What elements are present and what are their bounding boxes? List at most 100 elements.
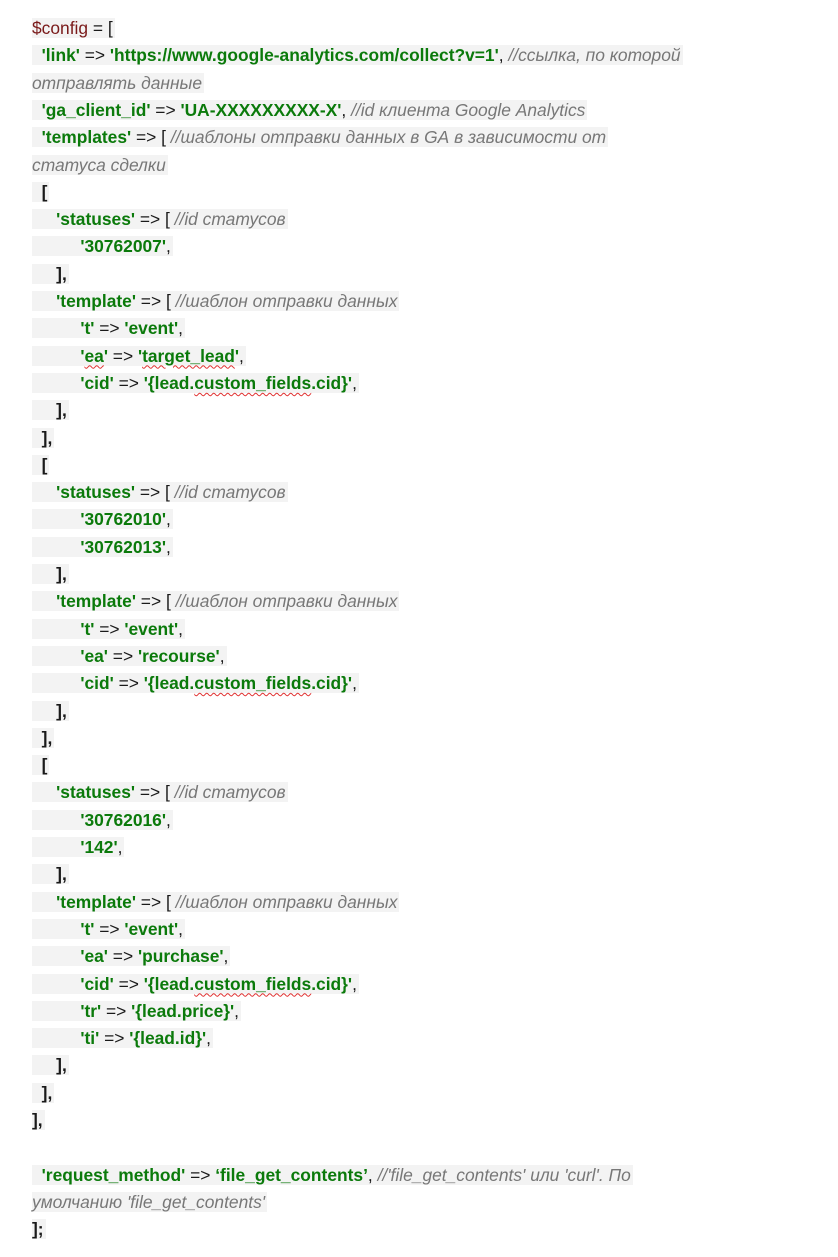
- code-line-content: $config = [: [32, 18, 115, 38]
- code-comment: умолчанию 'file_get_contents': [32, 1191, 266, 1212]
- code-line: ],: [32, 861, 812, 887]
- code-line: 't' => 'event',: [32, 616, 812, 642]
- code-line-content: 'tr' => '{lead.price}',: [32, 1000, 242, 1021]
- code-string: 'ga_client_id': [41, 99, 151, 120]
- code-token: [32, 264, 56, 284]
- code-comment: статуса сделки: [32, 154, 166, 175]
- code-token: [32, 810, 80, 830]
- code-string: 'ea': [80, 946, 108, 967]
- code-token: ],: [56, 263, 67, 284]
- code-line-content: 'cid' => '{lead.custom_fields.cid}',: [32, 372, 359, 393]
- code-comment: отправлять данные: [32, 72, 203, 93]
- code-token: ,: [165, 536, 171, 557]
- code-line: '30762010',: [32, 506, 812, 532]
- code-string: custom_fields: [194, 973, 312, 994]
- code-token: ],: [41, 427, 53, 448]
- code-line-content: 't' => 'event',: [32, 618, 185, 639]
- code-token: [32, 45, 42, 65]
- code-string: 'statuses': [56, 482, 136, 503]
- code-string: .cid}': [311, 973, 353, 994]
- code-token: =>: [107, 345, 138, 366]
- code-string: '30762010': [80, 509, 166, 530]
- code-string: 'tr': [80, 1000, 102, 1021]
- code-string: ': [80, 345, 85, 366]
- code-token: [32, 100, 42, 120]
- code-token: =>: [94, 318, 125, 339]
- code-string: 't': [80, 918, 95, 939]
- code-line: ],: [32, 1080, 812, 1106]
- code-line-content: умолчанию 'file_get_contents': [32, 1191, 268, 1212]
- code-line: 'statuses' => [ //id статусов: [32, 206, 812, 232]
- code-comment: //id статусов: [174, 209, 286, 230]
- code-token: => [: [135, 591, 176, 612]
- code-token: =>: [107, 645, 138, 666]
- code-line: 'template' => [ //шаблон отправки данных: [32, 889, 812, 915]
- code-token: ,: [352, 973, 357, 994]
- code-line: ],: [32, 397, 812, 423]
- code-line: 'ea' => 'purchase',: [32, 943, 812, 969]
- code-string: ': [103, 345, 108, 366]
- code-token: [32, 946, 80, 966]
- code-line-content: [: [32, 181, 50, 202]
- code-line: 'template' => [ //шаблон отправки данных: [32, 288, 812, 314]
- code-string: ': [234, 345, 240, 366]
- code-line: $config = [: [32, 15, 812, 41]
- code-line-content: 'ti' => '{lead.id}',: [32, 1028, 213, 1049]
- code-string: 'purchase': [137, 946, 224, 967]
- code-line: [: [32, 452, 812, 478]
- code-token: ,: [165, 809, 171, 830]
- code-token: ,: [165, 236, 171, 257]
- code-line: 't' => 'event',: [32, 916, 812, 942]
- code-line: ],: [32, 698, 812, 724]
- code-token: [32, 782, 56, 802]
- code-string: 'cid': [80, 673, 114, 694]
- code-string: target_lead: [142, 345, 235, 366]
- code-string: 'ti': [80, 1028, 100, 1049]
- code-line-content: 'cid' => '{lead.custom_fields.cid}',: [32, 673, 359, 694]
- code-token: ,: [219, 645, 225, 666]
- code-string: 'https://www.google-analytics.com/collec…: [109, 45, 499, 66]
- code-line: умолчанию 'file_get_contents': [32, 1189, 812, 1215]
- code-line-content: ],: [32, 864, 69, 885]
- code-token: => [: [135, 482, 175, 503]
- code-token: [32, 318, 80, 338]
- code-string: ': [137, 345, 143, 366]
- code-token: [: [41, 755, 48, 776]
- code-token: = [: [88, 18, 113, 38]
- code-line: 'link' => 'https://www.google-analytics.…: [32, 42, 812, 68]
- code-token: =>: [94, 618, 125, 639]
- code-line-content: ],: [32, 727, 55, 748]
- code-line-content: '30762013',: [32, 536, 173, 557]
- code-line-content: ],: [32, 700, 69, 721]
- code-token: [32, 864, 56, 884]
- code-line-content: [32, 1137, 34, 1157]
- code-token: [32, 591, 56, 611]
- code-token: =>: [101, 1000, 132, 1021]
- code-line-content: 'link' => 'https://www.google-analytics.…: [32, 45, 683, 66]
- code-line: '30762016',: [32, 807, 812, 833]
- code-line: ];: [32, 1216, 812, 1242]
- code-line-content: ],: [32, 263, 69, 284]
- code-token: [32, 728, 42, 748]
- code-string: 'template': [56, 291, 136, 311]
- code-string: 't': [80, 618, 95, 639]
- code-token: ,: [239, 345, 244, 366]
- code-token: ];: [32, 1219, 44, 1240]
- code-line: 'ti' => '{lead.id}',: [32, 1025, 812, 1051]
- code-line: ],: [32, 725, 812, 751]
- code-token: ],: [32, 1110, 43, 1130]
- code-line: 'ga_client_id' => 'UA-XXXXXXXXX-X', //id…: [32, 97, 812, 123]
- code-token: ],: [56, 1055, 67, 1076]
- code-string: 'statuses': [56, 782, 136, 803]
- code-comment: //шаблон отправки данных: [175, 291, 398, 311]
- code-token: [32, 236, 80, 256]
- code-string: '{lead.: [143, 673, 195, 694]
- code-line: статуса сделки: [32, 152, 812, 178]
- code-line-content: '30762016',: [32, 809, 173, 830]
- code-string: 'cid': [80, 372, 114, 393]
- code-line-content: 'template' => [ //шаблон отправки данных: [32, 591, 400, 612]
- code-comment: //id клиента Google Analytics: [351, 99, 586, 120]
- code-token: [32, 1083, 42, 1103]
- code-string: 'statuses': [56, 209, 136, 230]
